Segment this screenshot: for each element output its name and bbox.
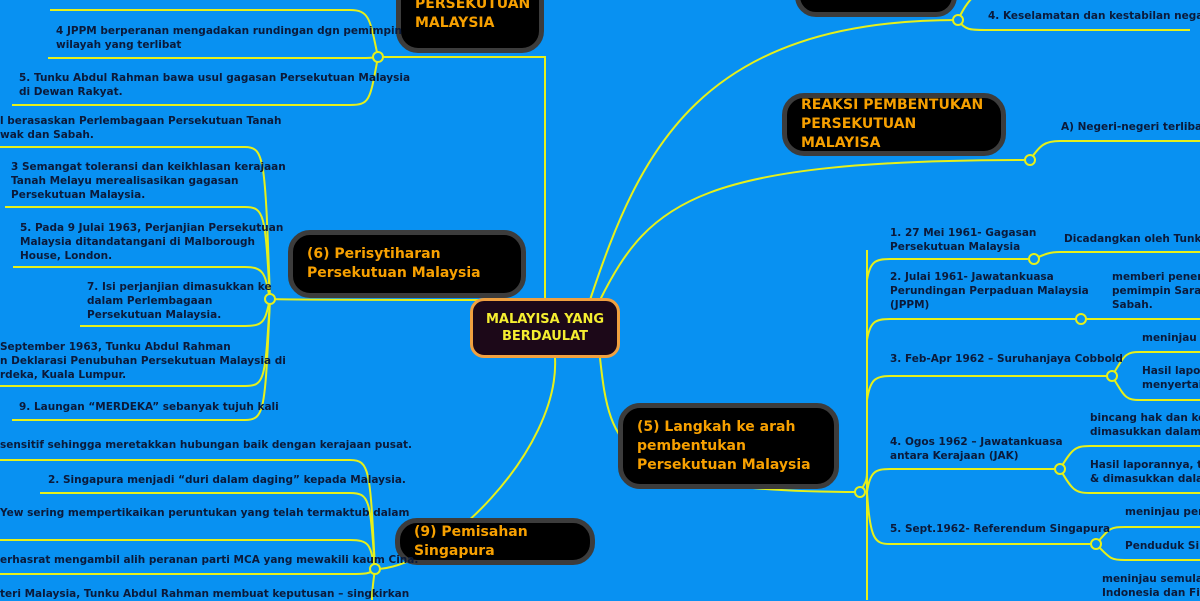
step-item[interactable]: 4. Ogos 1962 – Jawatankuasa antara Keraj… [890,436,1063,462]
step-item[interactable]: 2. Julai 1961- Jawatankuasa Perundingan … [890,271,1089,311]
node-pemisahan-singapura[interactable]: (9) Pemisahan Singapura [395,518,595,565]
topic-item[interactable]: 2. Singapura menjadi “duri dalam daging”… [48,474,406,486]
central-topic[interactable]: MALAYISA YANG BERDAULAT [470,298,620,358]
topic-item[interactable]: erhasrat mengambil alih peranan parti MC… [0,554,419,566]
step-detail[interactable]: Dicadangkan oleh Tunku Ab [1064,233,1200,245]
node-label: (9) Pemisahan Singapura [414,523,528,559]
node-persekutuan-malaysia[interactable]: PERSEKUTUAN MALAYSIA [396,0,544,53]
topic-item[interactable]: 5. Tunku Abdul Rahman bawa usul gagasan … [19,72,411,98]
node-label: PERSEKUTUAN MALAYSIA [415,0,531,31]
step-detail[interactable]: Hasil laporannya, tuntu & dimasukkan dal… [1090,459,1200,485]
central-topic-label: MALAYISA YANG BERDAULAT [485,312,605,344]
step-detail[interactable]: Penduduk Sing [1125,540,1200,552]
step-detail[interactable]: memberi penerang pemimpin Sarawa Sabah. [1112,271,1200,311]
node-label: (5) Langkah ke arah pembentukan Persekut… [637,418,811,473]
topic-item[interactable]: sensitif sehingga meretakkan hubungan ba… [0,439,413,451]
topic-item[interactable]: Yew sering mempertikaikan peruntukan yan… [0,507,410,519]
topic-item[interactable]: l berasaskan Perlembagaan Persekutuan Ta… [0,115,282,141]
step-item[interactable]: 1. 27 Mei 1961- Gagasan Persekutuan Mala… [890,227,1037,253]
topic-item[interactable]: 5. Pada 9 Julai 1963, Perjanjian Perseku… [20,222,284,262]
topic-item[interactable]: September 1963, Tunku Abdul Rahman n Dek… [0,341,286,381]
topic-item[interactable]: 4. Keselamatan dan kestabilan negara; [988,10,1200,22]
node-perisytiharan[interactable]: (6) Perisytiharan Persekutuan Malaysia [288,230,526,298]
topic-item[interactable]: teri Malaysia, Tunku Abdul Rahman membua… [0,588,410,600]
step-item[interactable]: 5. Sept.1962- Referendum Singapura [890,523,1111,535]
node-label: REAKSI PEMBENTUKAN PERSEKUTUAN MALAYISA [801,97,984,151]
topic-item[interactable]: 9. Laungan “MERDEKA” sebanyak tujuh kali [19,401,279,413]
step-detail[interactable]: Hasil laporan menyertai P [1142,365,1200,391]
node-langkah[interactable]: (5) Langkah ke arah pembentukan Persekut… [618,403,839,489]
node-reaksi[interactable]: REAKSI PEMBENTUKAN PERSEKUTUAN MALAYISA [782,93,1006,156]
step-detail[interactable]: bincang hak dan keper dimasukkan dalam p… [1090,412,1200,438]
node-top-right[interactable] [795,0,957,17]
step-detail[interactable]: meninjau penda [1125,506,1200,518]
topic-item[interactable]: 4 JPPM berperanan mengadakan rundingan d… [56,25,403,51]
step-detail[interactable]: meninjau pa [1142,332,1200,344]
step-detail[interactable]: meninjau semula pa Indonesia dan Filipi [1102,573,1200,599]
topic-item[interactable]: 3 Semangat toleransi dan keikhlasan kera… [11,161,286,201]
topic-item[interactable]: A) Negeri-negeri terlibat [1061,121,1200,133]
node-label: (6) Perisytiharan Persekutuan Malaysia [307,246,481,281]
topic-item[interactable]: 7. Isi perjanjian dimasukkan ke dalam Pe… [87,281,272,321]
step-item[interactable]: 3. Feb-Apr 1962 – Suruhanjaya Cobbold [890,353,1123,365]
